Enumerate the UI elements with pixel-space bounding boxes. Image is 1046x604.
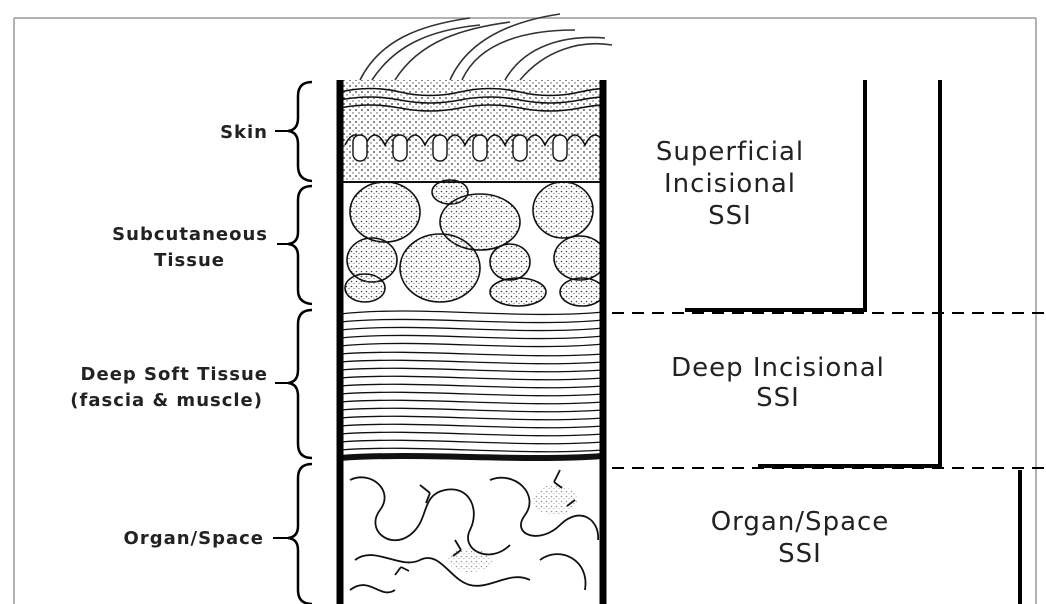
skin-layer — [340, 80, 620, 182]
superficial-ssi-line1: Superficial — [656, 137, 804, 167]
deep-ssi-line1: Deep Incisional — [671, 353, 885, 383]
label-ticks — [273, 131, 288, 538]
deep-tissue-brace — [288, 310, 312, 458]
layer-divider-dashes — [612, 313, 1046, 468]
deep-tissue-label-line1: Deep Soft Tissue — [81, 364, 268, 385]
organ-ssi-line2: SSI — [778, 539, 822, 569]
deep-tissue-layer — [340, 311, 603, 452]
deep-ssi-line2: SSI — [756, 383, 800, 413]
organ-space-label: Organ/Space — [124, 528, 264, 549]
organ-shading — [448, 485, 577, 572]
layer-braces — [288, 82, 312, 604]
superficial-ssi-line2: Incisional — [664, 169, 796, 199]
subcutaneous-label-line2: Tissue — [154, 250, 225, 271]
skin-brace — [288, 82, 312, 181]
deep-tissue-label-line2: (fascia & muscle) — [70, 390, 263, 411]
skin-label: Skin — [220, 122, 268, 143]
subcutaneous-label-line1: Subcutaneous — [112, 224, 268, 245]
tissue-column — [340, 80, 620, 592]
organ-ssi-line1: Organ/Space — [711, 507, 890, 537]
subcutaneous-layer — [345, 180, 606, 306]
subcutaneous-brace — [288, 186, 312, 304]
superficial-ssi-line3: SSI — [708, 201, 752, 231]
organ-brace — [288, 464, 312, 604]
hair-strands — [360, 14, 612, 80]
